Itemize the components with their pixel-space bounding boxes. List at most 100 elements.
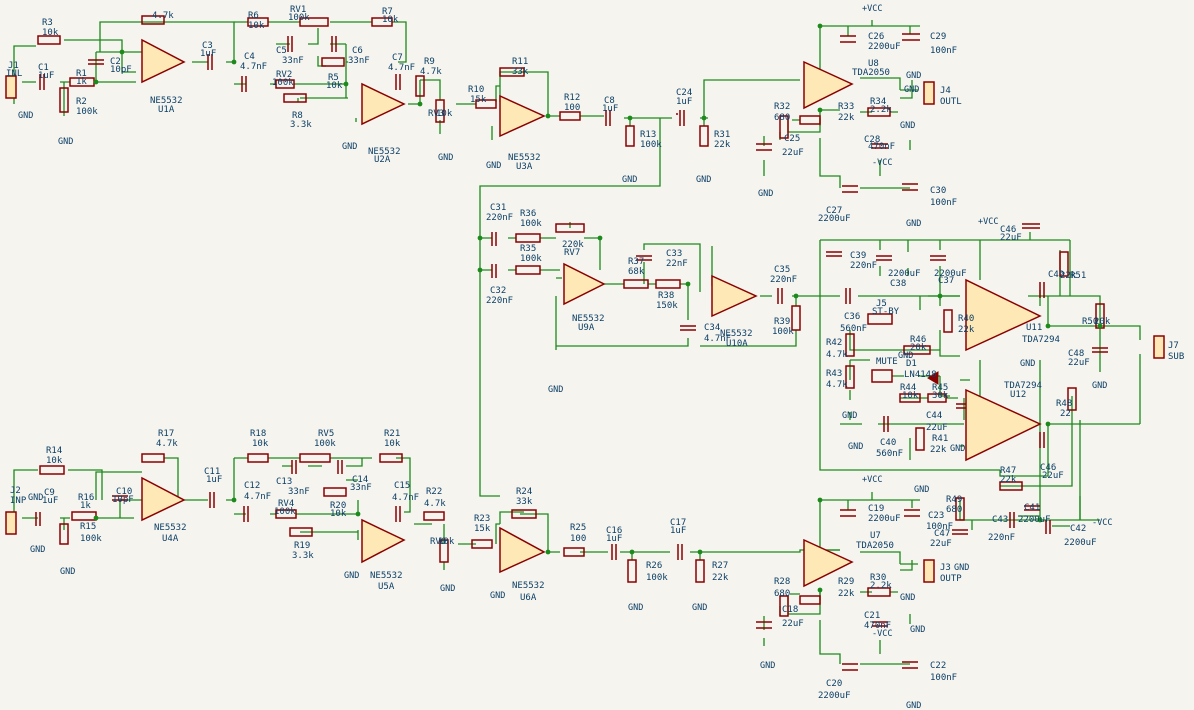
label-50: 33k bbox=[512, 67, 529, 77]
label-177: 22 bbox=[1060, 409, 1071, 419]
label-243: 15k bbox=[474, 524, 491, 534]
label-195: J2 bbox=[10, 486, 21, 496]
label-25: C4 bbox=[244, 52, 255, 62]
resistor-group bbox=[37, 15, 1105, 617]
capacitor-c4 bbox=[241, 76, 247, 92]
amp-u8-tda2050 bbox=[803, 60, 854, 110]
resistor-r28 bbox=[779, 595, 789, 617]
connector-j3 bbox=[923, 559, 935, 583]
capacitor-c48 bbox=[1092, 347, 1108, 353]
label-168: GND bbox=[914, 485, 929, 495]
label-282: -VCC bbox=[872, 629, 892, 639]
resistor-r8 bbox=[283, 93, 307, 103]
resistor-r29 bbox=[799, 595, 821, 605]
label-142: GND bbox=[1020, 359, 1035, 369]
opamp-u10a bbox=[711, 274, 758, 318]
label-24: U1A bbox=[158, 105, 175, 115]
label-133: R40 bbox=[958, 314, 974, 324]
label-216: RV5 bbox=[318, 429, 334, 439]
label-0: R3 bbox=[42, 18, 53, 28]
capacitor-c15 bbox=[395, 506, 401, 522]
label-4: 1uF bbox=[200, 49, 216, 59]
label-35: R8 bbox=[292, 111, 303, 121]
resistor-r36 bbox=[515, 233, 541, 243]
resistor-r22 bbox=[423, 511, 445, 521]
capacitor-c8 bbox=[605, 110, 611, 126]
label-76: GND bbox=[904, 85, 919, 95]
resistor-r51 bbox=[1059, 251, 1069, 277]
label-67: C26 bbox=[868, 32, 884, 42]
resistor-r21 bbox=[379, 453, 403, 463]
capacitor-c12 bbox=[243, 506, 249, 522]
label-66: +VCC bbox=[862, 4, 882, 14]
label-62: 1uF bbox=[676, 97, 692, 107]
capacitor-c22 bbox=[902, 661, 918, 669]
label-164: 560nF bbox=[876, 449, 903, 459]
resistor-r27 bbox=[695, 559, 705, 583]
label-257: R27 bbox=[712, 561, 728, 571]
label-200: R16 bbox=[78, 493, 94, 503]
label-215: 10k bbox=[252, 439, 269, 449]
label-186: C41 bbox=[1024, 503, 1040, 513]
capacitor-c34 bbox=[680, 325, 696, 331]
label-16: 1k bbox=[76, 77, 87, 87]
capacitor-c29 bbox=[902, 33, 920, 41]
resistor-r16 bbox=[71, 511, 97, 521]
capacitor-c46 bbox=[1022, 223, 1040, 229]
label-94: GND bbox=[906, 219, 921, 229]
label-160: 30k bbox=[932, 391, 949, 401]
potentiometer-rv4 bbox=[275, 509, 297, 519]
label-173: SUB bbox=[1168, 352, 1184, 362]
label-158: 10k bbox=[902, 391, 919, 401]
label-217: 100k bbox=[314, 439, 336, 449]
label-116: U10A bbox=[726, 339, 748, 349]
label-72: TDA2050 bbox=[852, 68, 890, 78]
opamp-group bbox=[141, 38, 1042, 588]
label-250: GND bbox=[490, 591, 505, 601]
connector-j5 bbox=[867, 313, 893, 325]
label-95: C31 bbox=[490, 203, 506, 213]
label-120: R39 bbox=[774, 317, 790, 327]
label-17: C2 bbox=[110, 57, 121, 67]
label-224: C14 bbox=[352, 475, 368, 485]
label-265: 100nF bbox=[926, 522, 953, 532]
potentiometer-rv2 bbox=[275, 79, 295, 89]
label-58: R13 bbox=[640, 130, 656, 140]
label-97: R36 bbox=[520, 209, 536, 219]
potentiometer-rv1 bbox=[299, 17, 329, 27]
capacitor-c6 bbox=[331, 36, 337, 52]
component-labels: R310k4.7kC31uFR610kRV1100kR710kJ1INLC11u… bbox=[6, 4, 1184, 710]
label-129: 2200uF bbox=[934, 269, 967, 279]
label-89: GND bbox=[758, 189, 773, 199]
label-88: GND bbox=[900, 121, 915, 131]
opamp-u5a bbox=[361, 518, 406, 564]
label-157: R44 bbox=[900, 383, 916, 393]
label-170: 22uF bbox=[1068, 358, 1090, 368]
label-199: GND bbox=[28, 493, 43, 503]
resistor-r31 bbox=[699, 125, 709, 147]
label-110: 150k bbox=[656, 301, 678, 311]
label-253: R26 bbox=[646, 561, 662, 571]
connector-j4 bbox=[923, 81, 935, 105]
resistor-r25 bbox=[563, 547, 585, 557]
label-252: 1uF bbox=[606, 534, 622, 544]
label-138: R50 bbox=[1082, 317, 1098, 327]
capacitor-c27 bbox=[842, 185, 858, 193]
label-204: R15 bbox=[80, 522, 96, 532]
resistor-r33 bbox=[799, 115, 821, 125]
amp-u11-tda7294 bbox=[965, 278, 1042, 352]
label-6: 10k bbox=[248, 21, 265, 31]
label-125: 220nF bbox=[850, 261, 877, 271]
label-119: 220nF bbox=[770, 275, 797, 285]
label-161: C44 bbox=[926, 411, 942, 421]
label-146: 4.7k bbox=[826, 380, 848, 390]
label-2: 4.7k bbox=[152, 11, 174, 21]
label-131: C46 bbox=[1000, 225, 1016, 235]
resistor-r41 bbox=[915, 427, 925, 451]
label-201: 1k bbox=[80, 501, 91, 511]
label-143: R42 bbox=[826, 338, 842, 348]
label-220: C12 bbox=[244, 481, 260, 491]
label-193: R14 bbox=[46, 446, 62, 456]
opamp-u2a bbox=[361, 82, 406, 126]
